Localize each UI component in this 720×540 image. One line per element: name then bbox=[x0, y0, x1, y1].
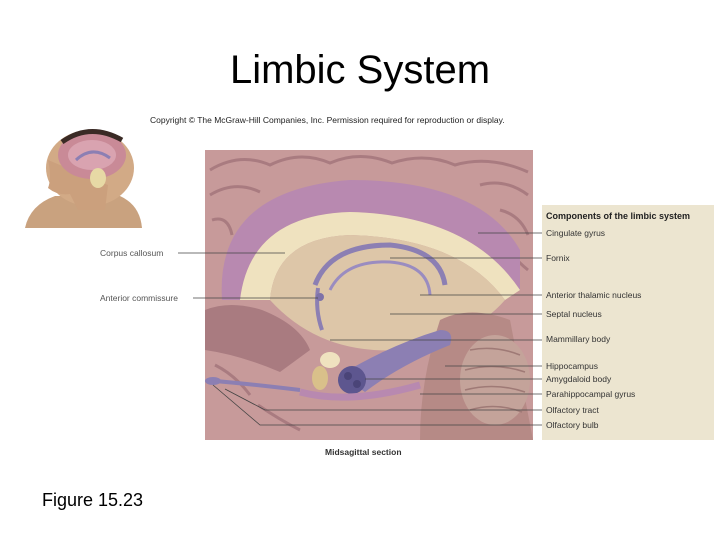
label-olfactory-bulb: Olfactory bulb bbox=[546, 420, 599, 430]
figure-caption: Midsagittal section bbox=[325, 447, 402, 457]
label-cingulate-gyrus: Cingulate gyrus bbox=[546, 228, 606, 238]
label-corpus-callosum: Corpus callosum bbox=[100, 248, 164, 258]
label-hippocampus: Hippocampus bbox=[546, 361, 598, 371]
panel-title: Components of the limbic system bbox=[546, 211, 691, 221]
label-fornix: Fornix bbox=[546, 253, 570, 263]
midsagittal-brain-illustration bbox=[205, 150, 533, 440]
leader-lines-right bbox=[212, 232, 544, 426]
figure-number: Figure 15.23 bbox=[42, 490, 144, 510]
leader-lines-left bbox=[178, 252, 318, 299]
head-thumbnail-illustration bbox=[25, 129, 142, 228]
slide-title: Limbic System bbox=[229, 48, 491, 92]
label-mammillary-body: Mammillary body bbox=[546, 334, 611, 344]
label-amygdaloid-body: Amygdaloid body bbox=[546, 374, 612, 384]
label-anterior-thalamic-nucleus: Anterior thalamic nucleus bbox=[546, 290, 642, 300]
label-olfactory-tract: Olfactory tract bbox=[546, 405, 599, 415]
label-parahippocampal-gyrus: Parahippocampal gyrus bbox=[546, 389, 636, 399]
label-anterior-commissure: Anterior commissure bbox=[100, 293, 178, 303]
copyright-notice: Copyright © The McGraw-Hill Companies, I… bbox=[150, 115, 505, 125]
label-septal-nucleus: Septal nucleus bbox=[546, 309, 602, 319]
limbic-components-panel bbox=[542, 205, 714, 440]
